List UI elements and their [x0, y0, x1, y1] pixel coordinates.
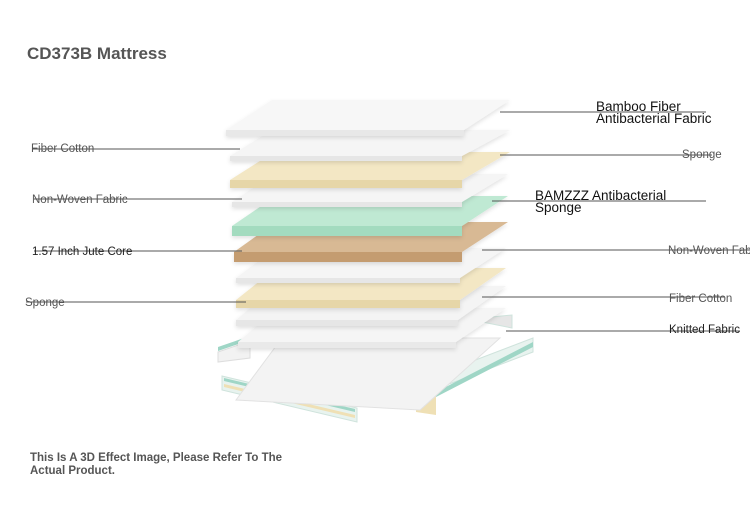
layer-bamboo-fiber-fabric: [226, 100, 510, 136]
disclaimer-note: This Is A 3D Effect Image, Please Refer …: [30, 452, 283, 477]
label-fiber-cotton-left: Fiber Cotton: [31, 143, 95, 155]
layer-fiber-cotton-top: [230, 130, 510, 161]
label-fiber-cotton-right: Fiber Cotton: [669, 293, 733, 305]
page-title: CD373B Mattress: [27, 44, 167, 63]
leader-lines: [26, 111, 750, 332]
label-knitted-fabric: Knitted Fabric: [669, 324, 740, 336]
label-non-woven-left: Non-Woven Fabric: [32, 194, 128, 206]
label-bamzzz-sponge: BAMZZZ Antibacterial Sponge: [535, 188, 667, 215]
label-non-woven-right: Non-Woven Fab: [668, 245, 750, 257]
base-board: [235, 337, 502, 411]
label-sponge-right: Sponge: [682, 149, 722, 161]
label-bamboo-fiber-fabric: Bamboo Fiber Antibacterial Fabric: [596, 99, 712, 126]
label-jute-core: 1.57 Inch Jute Core: [32, 246, 133, 258]
label-sponge-left: Sponge: [25, 297, 65, 309]
